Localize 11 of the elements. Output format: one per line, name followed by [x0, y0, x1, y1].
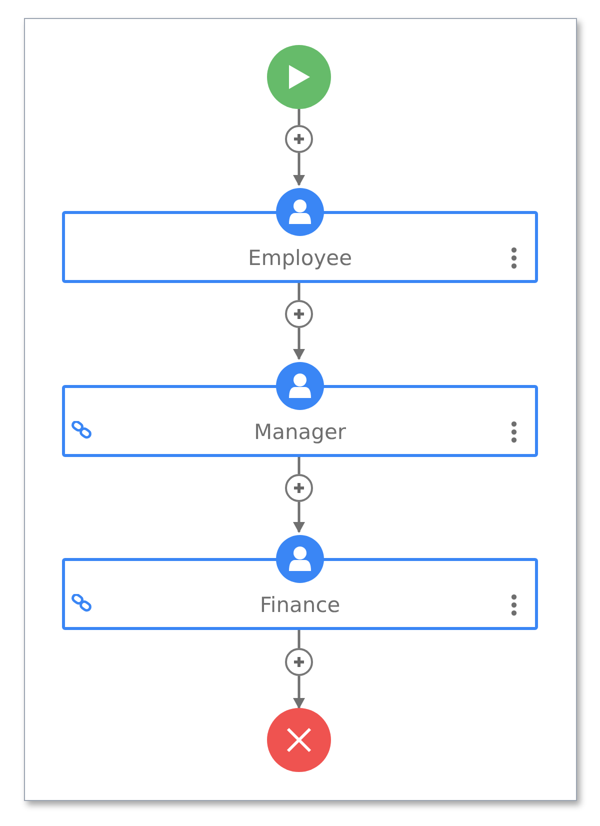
- step-label: Employee: [248, 246, 352, 270]
- connector-line: [298, 109, 300, 125]
- arrow: [293, 502, 305, 533]
- connector-line: [298, 283, 300, 300]
- arrow: [293, 676, 305, 709]
- connector-line: [298, 457, 300, 474]
- step-label: Finance: [260, 593, 340, 617]
- connector-line: [298, 630, 300, 648]
- arrow: [293, 153, 305, 186]
- arrow: [293, 328, 305, 360]
- step-label: Manager: [254, 420, 346, 444]
